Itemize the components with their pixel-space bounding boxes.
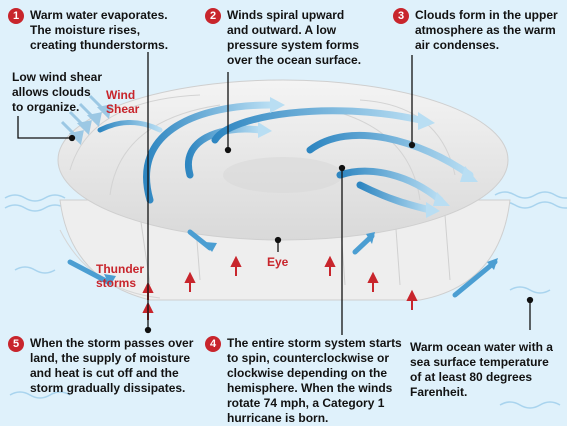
step-5-badge: 5 — [8, 336, 24, 352]
step-3-badge: 3 — [393, 8, 409, 24]
step-5-text: When the storm passes over land, the sup… — [30, 336, 193, 396]
thunderstorms-label: Thunder storms — [96, 262, 144, 290]
step-1-text: Warm water evaporates. The moisture rise… — [30, 8, 168, 53]
wind-shear-label: Wind Shear — [106, 88, 139, 116]
ocean-note: Warm ocean water with a sea surface temp… — [410, 340, 553, 400]
step-2-text: Winds spiral upward and outward. A low p… — [227, 8, 361, 68]
wind-shear-note: Low wind shear allows clouds to organize… — [12, 70, 102, 115]
step-4-badge: 4 — [205, 336, 221, 352]
step-3-text: Clouds form in the upper atmosphere as t… — [415, 8, 558, 53]
step-2-badge: 2 — [205, 8, 221, 24]
step-4-text: The entire storm system starts to spin, … — [227, 336, 402, 426]
eye-label: Eye — [267, 255, 288, 269]
step-1-badge: 1 — [8, 8, 24, 24]
